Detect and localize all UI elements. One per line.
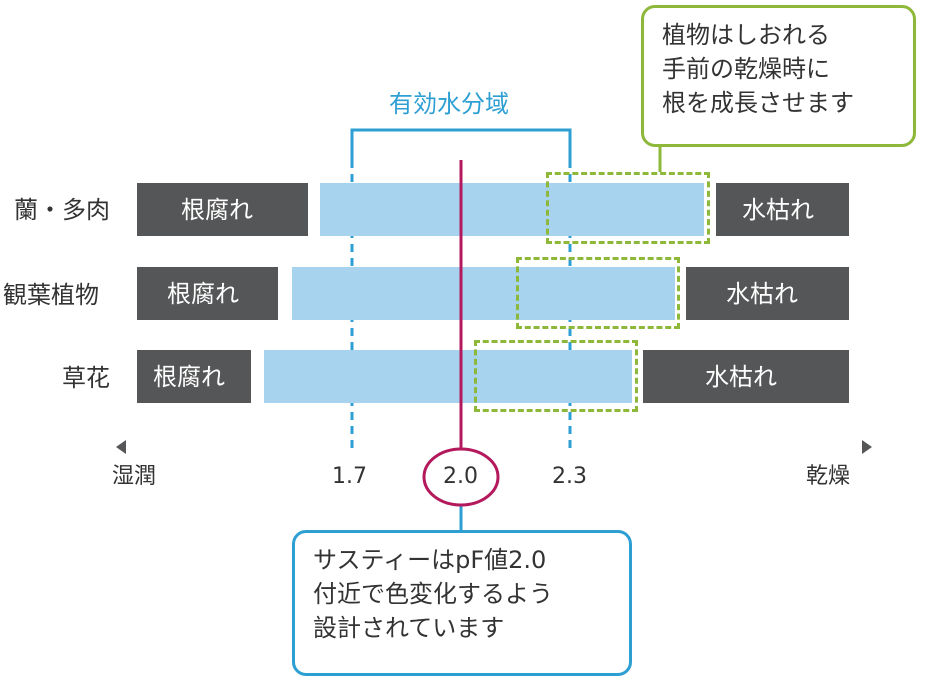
- arrow-right-icon: [862, 440, 872, 454]
- bar-wilting-label-3: 水枯れ: [705, 363, 777, 391]
- bar-root-rot-label-1: 根腐れ: [181, 196, 253, 224]
- row-label-2: 観葉植物: [3, 281, 99, 309]
- bar-wilting-label-1: 水枯れ: [742, 196, 814, 224]
- range-bracket: [350, 128, 572, 160]
- range-title: 有効水分域: [389, 90, 509, 118]
- bar-wilting-1: 水枯れ: [716, 183, 849, 236]
- callout-bottom-line-2: 付近で色変化するよう: [313, 580, 553, 608]
- bar-effective-2: [292, 267, 675, 320]
- bar-root-rot-label-2: 根腐れ: [167, 280, 239, 308]
- growth-zone-box-1: [546, 172, 710, 244]
- axis-tick-2-0: 2.0: [443, 464, 478, 489]
- axis-left-label: 湿潤: [112, 464, 157, 489]
- bar-root-rot-label-3: 根腐れ: [153, 363, 225, 391]
- growth-zone-box-3: [474, 340, 638, 412]
- row-label-3: 草花: [62, 364, 110, 392]
- arrow-left-icon: [116, 440, 126, 454]
- callout-top-line-1: 植物はしおれる: [662, 21, 830, 49]
- callout-top-line-2: 手前の乾燥時に: [662, 55, 830, 83]
- bar-wilting-2: 水枯れ: [686, 267, 849, 320]
- bar-root-rot-3: 根腐れ: [137, 350, 251, 403]
- growth-zone-box-2: [516, 257, 680, 329]
- row-label-1: 蘭・多肉: [14, 196, 110, 224]
- marker-circle: [422, 447, 500, 507]
- callout-growth-note: 植物はしおれる 手前の乾燥時に 根を成長させます: [641, 5, 916, 147]
- axis-tick-2-3: 2.3: [552, 464, 587, 489]
- bar-effective-1: [320, 183, 704, 236]
- bar-effective-3: [264, 350, 632, 403]
- callout-bottom-line-3: 設計されています: [313, 614, 505, 642]
- bar-wilting-label-2: 水枯れ: [726, 280, 798, 308]
- callout-top-line-3: 根を成長させます: [662, 89, 854, 117]
- bar-wilting-3: 水枯れ: [643, 350, 849, 403]
- bar-root-rot-2: 根腐れ: [137, 267, 278, 320]
- callout-sustee-note: サスティーはpF値2.0 付近で色変化するよう 設計されています: [292, 530, 632, 676]
- axis-right-label: 乾燥: [806, 464, 851, 489]
- axis-tick-1-7: 1.7: [332, 464, 367, 489]
- bar-root-rot-1: 根腐れ: [137, 183, 308, 236]
- callout-bottom-line-1: サスティーはpF値2.0: [313, 546, 547, 574]
